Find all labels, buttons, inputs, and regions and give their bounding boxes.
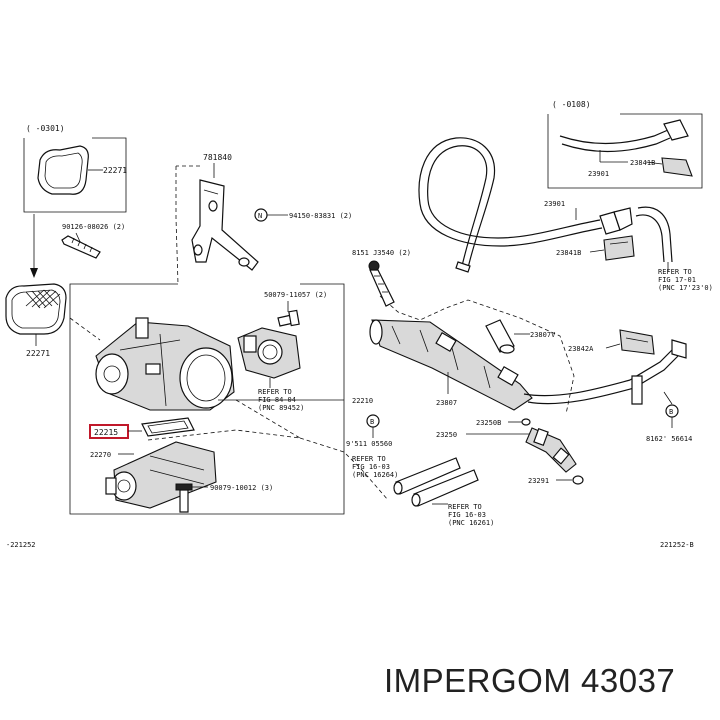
ref-17-01-line1: REFER TO (658, 268, 692, 276)
svg-text:B: B (669, 408, 673, 416)
injector-23250: 23250B 23250 23291 (436, 418, 584, 485)
dash-leader-gasket-left (69, 317, 101, 341)
part-label-9511: 9'511 05560 (346, 440, 392, 448)
inset-arrow (30, 214, 38, 278)
part-label-22270: 22270 (90, 451, 111, 459)
part-label-23807V: 23807V (530, 331, 556, 339)
fuel-line-lower (523, 349, 673, 397)
dash-loop-rail (379, 295, 575, 415)
part-label-23841B-top: 23841B (630, 159, 655, 167)
highlight-22215 (89, 424, 129, 439)
hose-end (635, 214, 665, 263)
ref-84-04-line1: REFER TO (258, 388, 292, 396)
ref-16-03a-line3: (PNC 16264) (352, 471, 398, 479)
hose-end-2 (637, 206, 673, 263)
part-label-94150: 94150-83831 (2) (289, 212, 352, 220)
part-label-8162: 8162' 56614 (646, 435, 692, 443)
gasket-outline (37, 145, 89, 195)
ref-16-03b-line2: FIG 16-03 (448, 511, 486, 519)
part-label-50079: 50079-11057 (2) (264, 291, 327, 299)
idle-air-control-22270: 22270 (90, 441, 217, 509)
gasket-mesh (25, 289, 61, 309)
grommet-23807V: 23807V (485, 319, 556, 354)
bracket-781840: 781840 (191, 153, 259, 271)
clip-23841B-mid: 23841B (556, 235, 635, 261)
part-label-23291: 23291 (528, 477, 549, 485)
part-label-8151: 8151 J3540 (2) (352, 249, 411, 257)
ref-16-03a-line1: REFER TO (352, 455, 386, 463)
ref-17-01-line2: FIG 17-01 (658, 276, 696, 284)
fuel-pipes-refer (393, 457, 479, 507)
part-label-23841B-mid: 23841B (556, 249, 581, 257)
range-label-0108: ( -0108) (552, 100, 591, 109)
marker-b-left: B 9'511 05560 (346, 414, 392, 448)
dash-leader-rail (299, 437, 389, 501)
ref-16-03a-line2: FIG 16-03 (352, 463, 390, 471)
ref-16-03b-line3: (PNC 16261) (448, 519, 494, 527)
fuel-rail-23807: 23807 (369, 319, 533, 411)
part-label-90126: 90126-08026 (2) (62, 223, 125, 231)
ref-16-03b-line1: REFER TO (448, 503, 482, 511)
part-label-23901-top: 23901 (588, 170, 609, 178)
dash-leader-sensor (235, 399, 301, 439)
svg-text:B: B (370, 418, 374, 426)
svg-text:N: N (258, 212, 262, 220)
marker-n: N 94150-83831 (2) (254, 208, 352, 222)
clamp-23842A: 23842A (568, 329, 655, 355)
fuel-hose-23901: 23901 (418, 137, 633, 273)
throttle-body-housing (95, 317, 235, 411)
dash-leader-gasket (147, 429, 301, 441)
fuel-line-clip (631, 375, 643, 405)
part-label-23901-mid: 23901 (544, 200, 565, 208)
range-label-0301: ( -0301) (26, 124, 65, 133)
fuel-line-end (671, 339, 687, 359)
diagram-code-left: -221252 (6, 541, 36, 549)
part-label-23807: 23807 (436, 399, 457, 407)
part-label-781840: 781840 (203, 153, 232, 162)
diagram-code-right: 221252-B (660, 541, 694, 549)
throttle-body-box: 50079-11057 (2) REFER TO FIG 84-04 (PNC … (69, 283, 373, 515)
ref-84-04-line3: (PNC 89452) (258, 404, 304, 412)
bolt-8151: 8151 J3540 (2) (352, 249, 411, 307)
gasket-22271-left: 22271 (5, 283, 67, 358)
brand-caption: IMPERGOM 43037 (384, 662, 676, 699)
inset-gasket-22271: ( -0301) 22271 (23, 124, 127, 213)
part-label-90079: 90079-10012 (3) (210, 484, 273, 492)
part-label-22271-top: 22271 (103, 166, 127, 175)
part-label-23250B: 23250B (476, 419, 501, 427)
inset-frame (23, 137, 127, 213)
marker-b-right: B 8162' 56614 (646, 391, 692, 443)
ref-17-01-line3: (PNC 17'23'0) (658, 284, 713, 292)
part-label-22210: 22210 (352, 397, 373, 405)
gasket-inner (44, 152, 83, 189)
dash-leader-bracket (175, 166, 179, 285)
throttle-sensor (237, 327, 301, 379)
part-label-23250: 23250 (436, 431, 457, 439)
inset-hose-0108: ( -0108) 23841B 23901 (547, 100, 703, 189)
bolt-90126: 90126-08026 (2) (61, 223, 125, 259)
part-label-22215: 22215 (94, 428, 118, 437)
fuel-line-lower-2 (527, 355, 679, 405)
part-label-23842A: 23842A (568, 345, 594, 353)
part-label-22271-left: 22271 (26, 349, 50, 358)
